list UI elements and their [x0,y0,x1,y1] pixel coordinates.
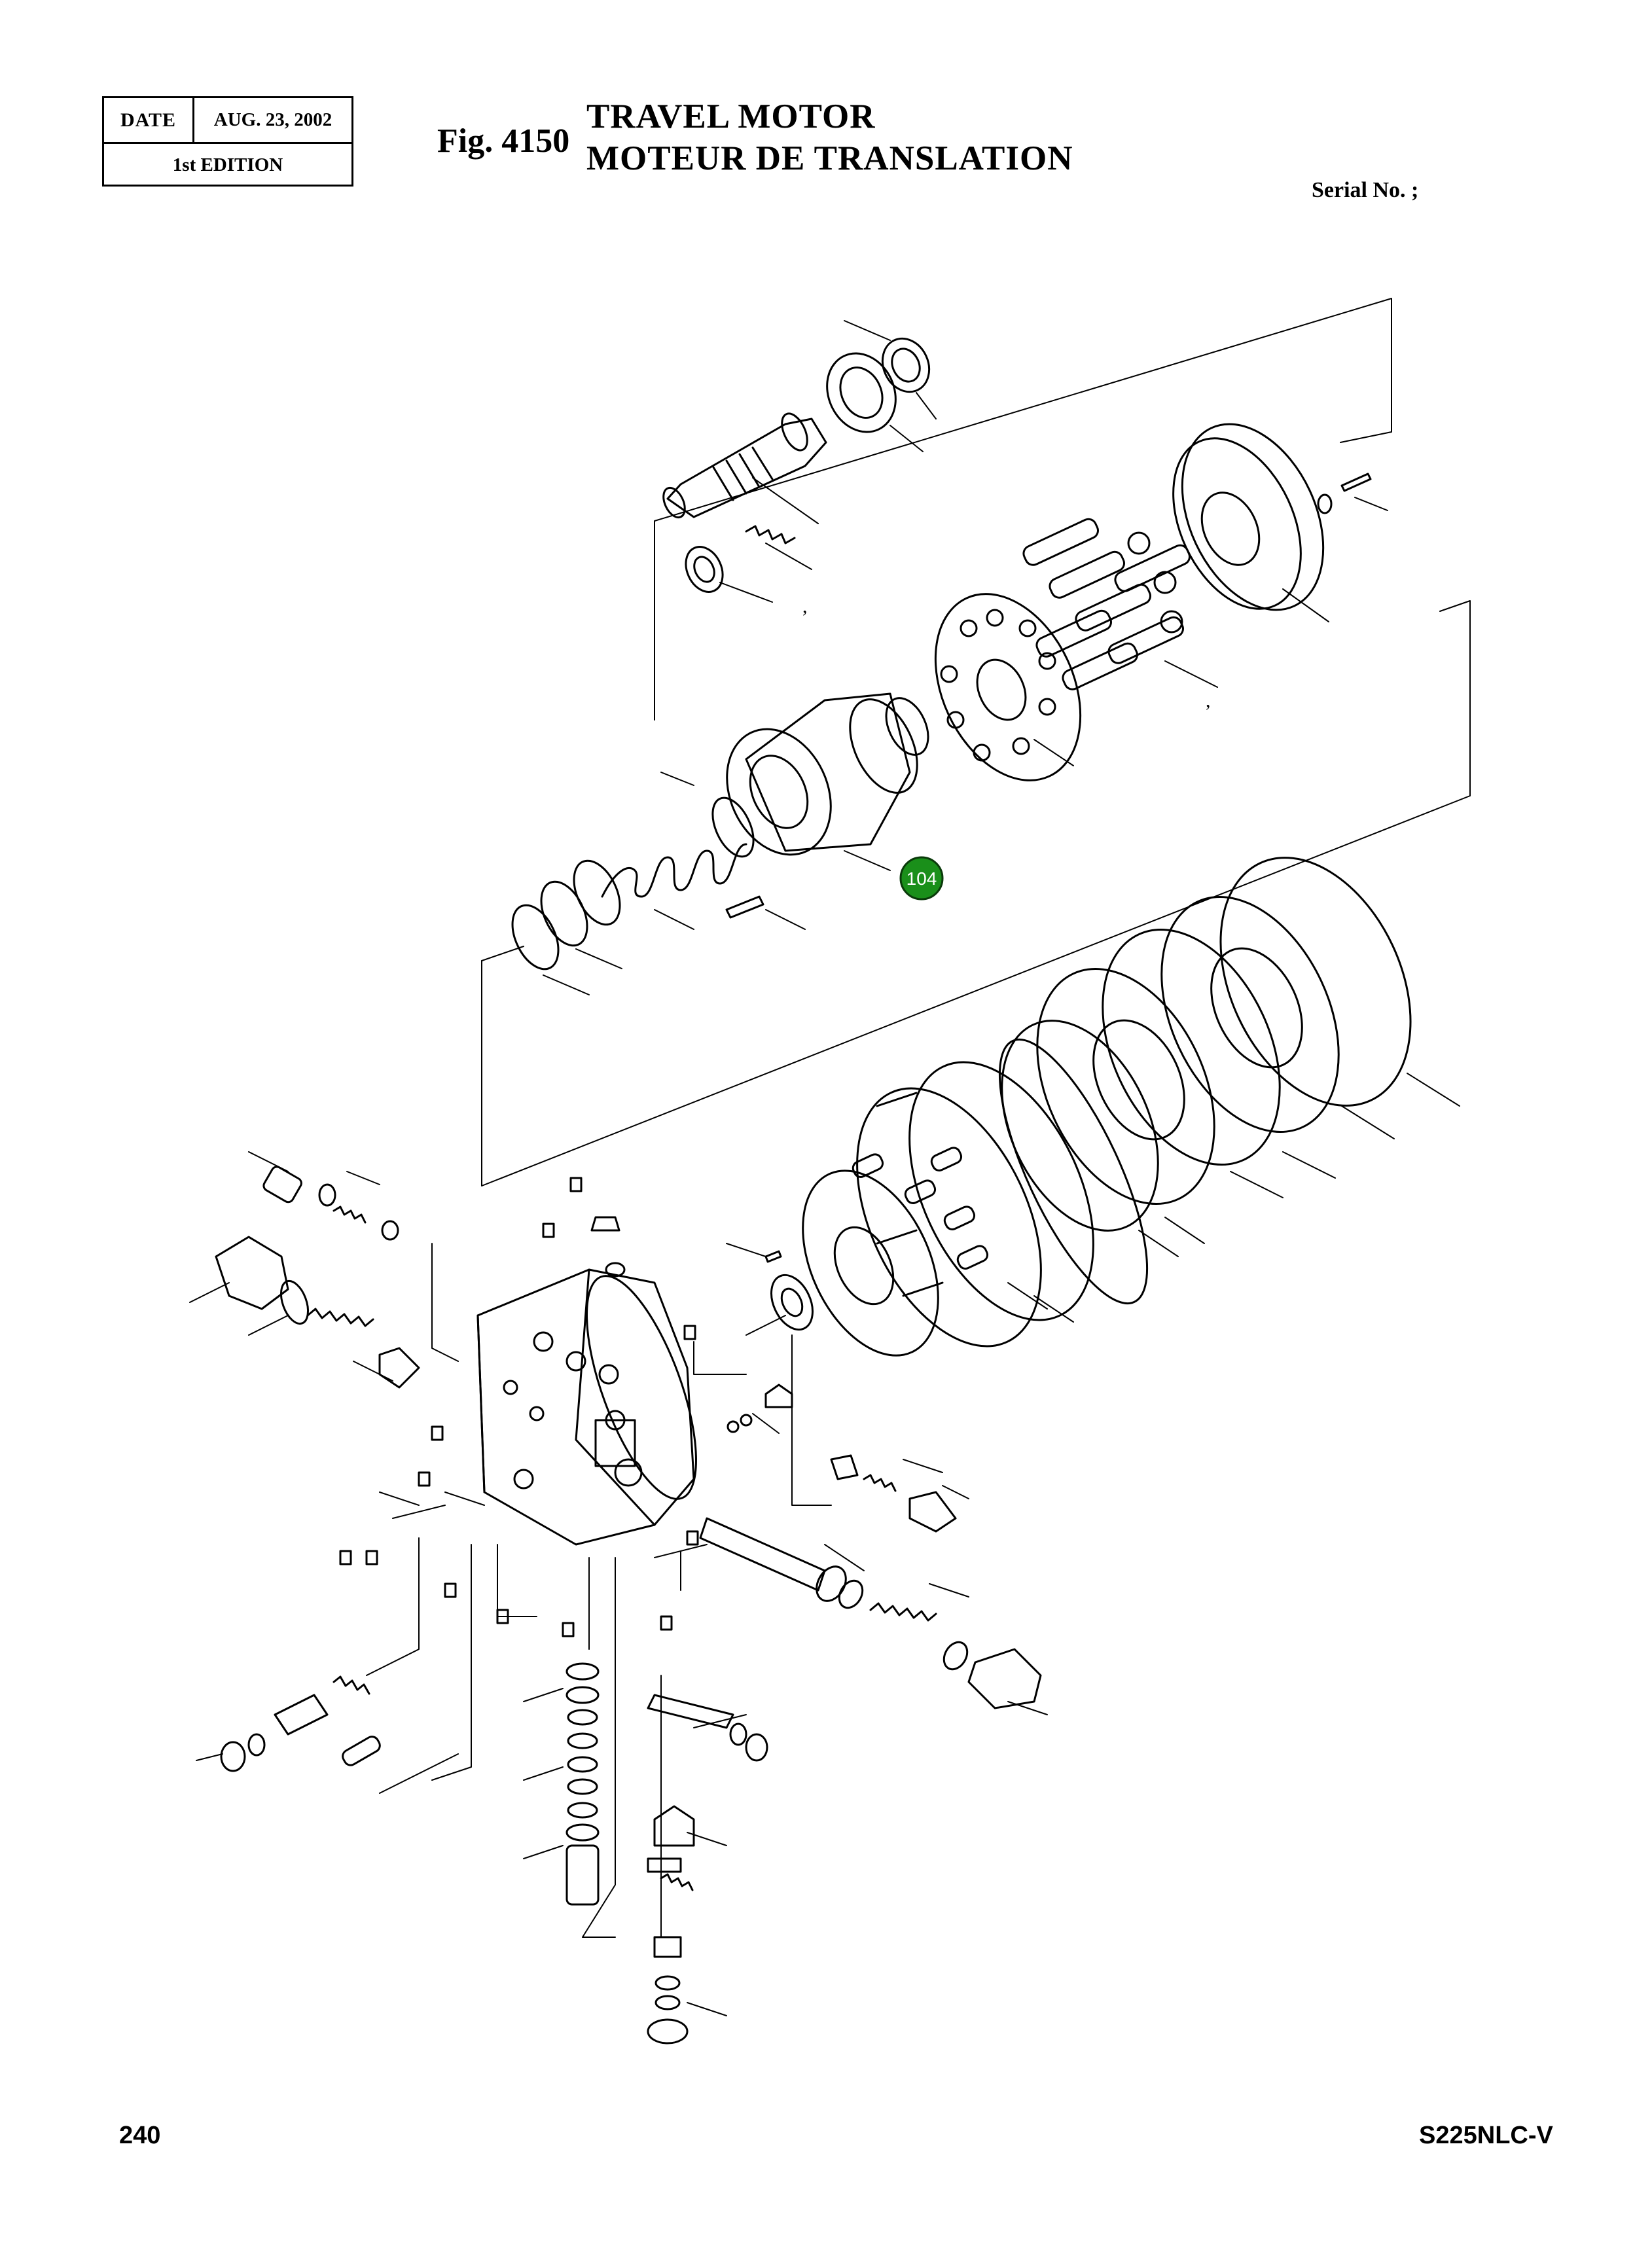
center-spring-stack [511,772,806,995]
swash-plate [1172,423,1329,622]
pistons [1022,518,1218,690]
date-row: DATE AUG. 23, 2002 [104,98,351,144]
date-edition-box: DATE AUG. 23, 2002 1st EDITION [102,96,353,187]
upper-group-frame [481,298,1471,1187]
title-english: TRAVEL MOTOR [586,98,876,135]
brake-discs [1001,857,1460,1244]
seal-stack [523,1662,600,1906]
large-o-ring [998,1038,1179,1305]
motor-housing [444,1268,697,1546]
drive-shaft [662,412,827,524]
callout-badge-104[interactable]: 104 [899,856,944,901]
brake-piston [852,1061,1094,1348]
upper-bearing [826,320,937,452]
valve-plate [726,1170,939,1357]
upper-pins [1317,473,1388,514]
stray-mark: , [802,596,808,617]
retainer-plate [934,593,1082,781]
relief-valve-left [248,1151,399,1241]
page-number: 240 [119,2122,161,2149]
small-valve-right [830,1454,969,1533]
small-spring-assembly [685,525,812,603]
date-label: DATE [104,98,194,142]
cylinder-block [726,692,929,871]
counterbalance-valve [654,1517,1048,1715]
leader-lines [366,1243,832,1938]
title-french: MOTEUR DE TRANSLATION [586,139,1073,177]
check-valve-left [189,1236,420,1389]
lower-spool [647,1694,768,2045]
lower-left-valve [196,1675,381,1772]
serial-number-label: Serial No. ; [1312,178,1419,202]
model-code: S225NLC-V [1419,2122,1553,2149]
figure-number: Fig. 4150 [437,122,570,160]
callout-badge-label: 104 [907,868,937,889]
small-plugs [339,1177,793,1637]
stray-mark: , [1206,690,1211,711]
date-value: AUG. 23, 2002 [213,109,332,130]
edition-label: 1st EDITION [172,154,283,175]
